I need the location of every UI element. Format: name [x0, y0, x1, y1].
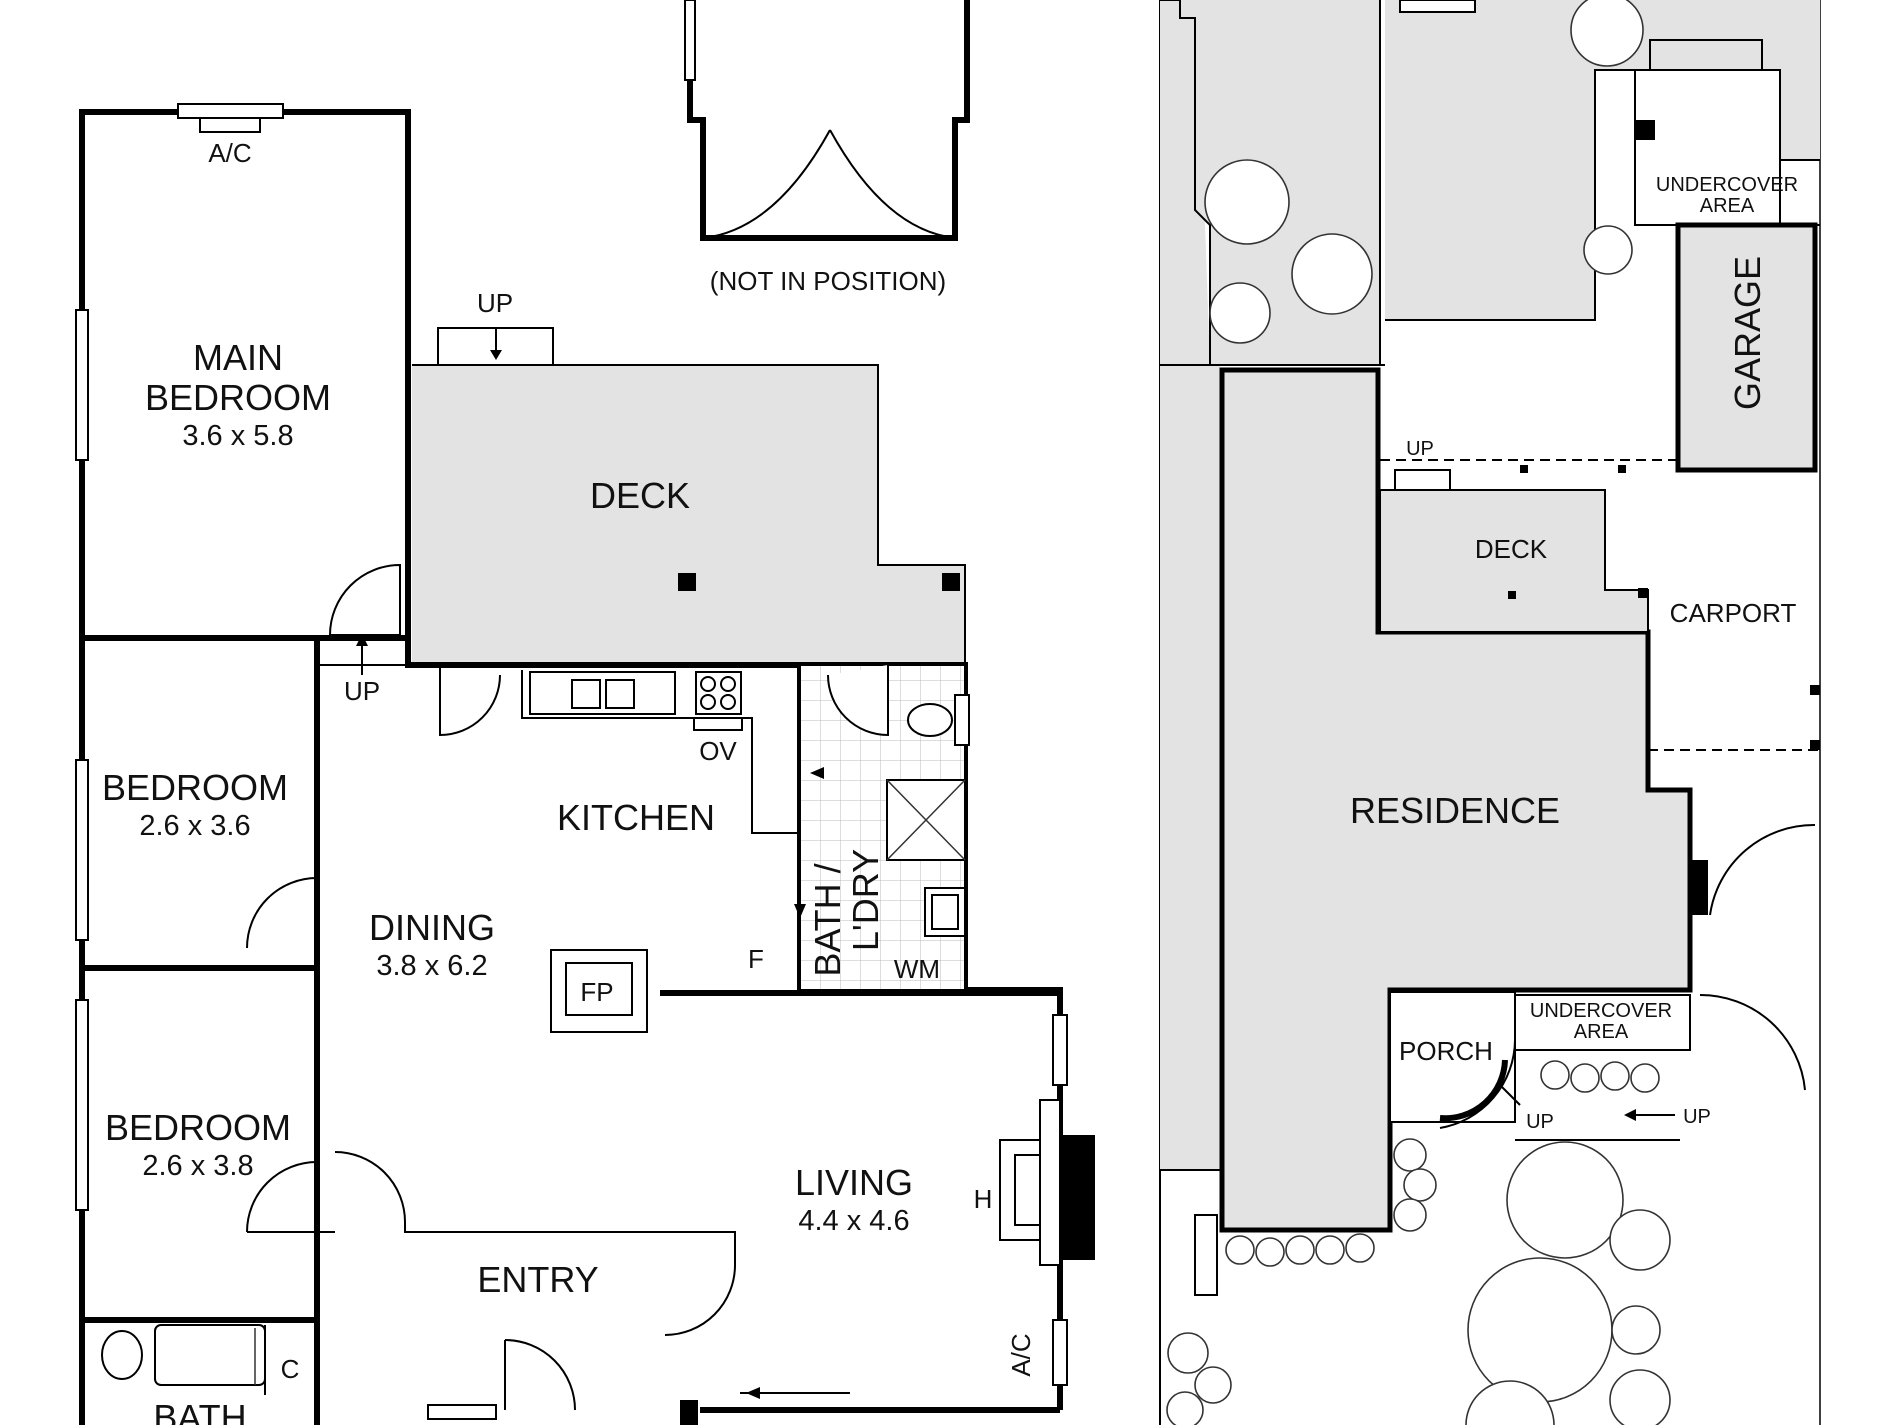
- door-swing: [504, 1339, 576, 1411]
- dining-size: 3.8 x 6.2: [376, 950, 487, 982]
- door-swing: [246, 1161, 318, 1233]
- fridge-label: F: [748, 944, 764, 974]
- window: [75, 309, 89, 461]
- chimney: [1060, 1135, 1095, 1260]
- floor-plan: MAIN BEDROOM 3.6 x 5.8 A/C BEDROOM 2.6 x…: [75, 0, 1095, 1425]
- garage: [1675, 222, 1818, 473]
- living-label: LIVING: [795, 1162, 913, 1203]
- toilet: [907, 703, 953, 737]
- not-in-position-note: (NOT IN POSITION): [710, 266, 946, 296]
- fireplace-hearth: [1039, 1099, 1061, 1266]
- heater-label: H: [974, 1184, 993, 1214]
- toilet: [101, 1330, 143, 1380]
- residence-label: RESIDENCE: [1350, 790, 1560, 831]
- bath-laundry-label: L'DRY: [845, 849, 886, 951]
- undercover-bottom-label: AREA: [1574, 1021, 1629, 1043]
- carport-label: CARPORT: [1670, 598, 1797, 628]
- window: [177, 103, 284, 119]
- deck-post: [942, 573, 960, 591]
- washing-machine-label: WM: [894, 954, 940, 984]
- door-swing: [328, 563, 401, 636]
- porch: [1389, 991, 1516, 1123]
- porch-label: PORCH: [1399, 1036, 1493, 1066]
- up-label: UP: [1406, 438, 1434, 460]
- bedroom-1-label: BEDROOM: [102, 767, 288, 808]
- main-bedroom-label: BEDROOM: [145, 377, 331, 418]
- outbuilding: [684, 0, 970, 241]
- bath-laundry-label: BATH /: [807, 863, 848, 976]
- deck-post: [678, 573, 696, 591]
- gate-swing: [1709, 823, 1816, 916]
- sink: [529, 671, 676, 715]
- deck-label: DECK: [590, 475, 690, 516]
- undercover-top-label: UNDERCOVER: [1656, 174, 1798, 196]
- up-label: UP: [1683, 1106, 1711, 1128]
- dining-label: DINING: [369, 907, 495, 948]
- bedroom-2-label: BEDROOM: [105, 1107, 291, 1148]
- window: [75, 999, 89, 1211]
- window: [1052, 1014, 1068, 1086]
- window: [75, 759, 89, 941]
- door-swing: [439, 665, 501, 737]
- oven: [693, 717, 743, 731]
- living-size: 4.4 x 4.6: [798, 1205, 909, 1237]
- cupboard-label: C: [281, 1354, 300, 1384]
- residence: [1219, 367, 1693, 1233]
- door-swing: [664, 1264, 736, 1336]
- door-swing: [246, 877, 318, 949]
- ac-unit: [199, 117, 261, 133]
- deck-area: [412, 365, 965, 665]
- bathtub: [154, 1324, 266, 1386]
- main-bedroom-size: 3.6 x 5.8: [182, 420, 293, 452]
- entry-label: ENTRY: [477, 1259, 598, 1300]
- garage-label: GARAGE: [1727, 256, 1768, 410]
- heater: [999, 1139, 1041, 1241]
- trees: [1166, 0, 1671, 1425]
- undercover-bottom-label: UNDERCOVER: [1530, 1000, 1672, 1022]
- undercover-area-top: [1634, 69, 1781, 226]
- entry-walls: [334, 1151, 736, 1265]
- ac-label: A/C: [1006, 1333, 1036, 1376]
- undercover-area-bottom: [1514, 994, 1691, 1051]
- oven-label: OV: [699, 736, 737, 766]
- main-bedroom-label: MAIN: [193, 337, 283, 378]
- ac-label: A/C: [208, 138, 251, 168]
- fireplace-label: FP: [580, 977, 613, 1007]
- bedroom-2-size: 2.6 x 3.8: [142, 1150, 253, 1182]
- door-swing: [827, 665, 889, 737]
- up-label: UP: [344, 676, 380, 706]
- bedroom-1-size: 2.6 x 3.6: [139, 810, 250, 842]
- ac-unit: [1052, 1319, 1068, 1386]
- bath-label: BATH: [153, 1397, 246, 1425]
- undercover-top-label: AREA: [1700, 195, 1755, 217]
- up-label: UP: [477, 288, 513, 318]
- up-label: UP: [1526, 1111, 1554, 1133]
- kitchen-label: KITCHEN: [557, 797, 715, 838]
- site-plan: RESIDENCE GARAGE DECK CARPORT PORCH UNDE…: [1159, 0, 1821, 1425]
- site-deck-label: DECK: [1475, 534, 1548, 564]
